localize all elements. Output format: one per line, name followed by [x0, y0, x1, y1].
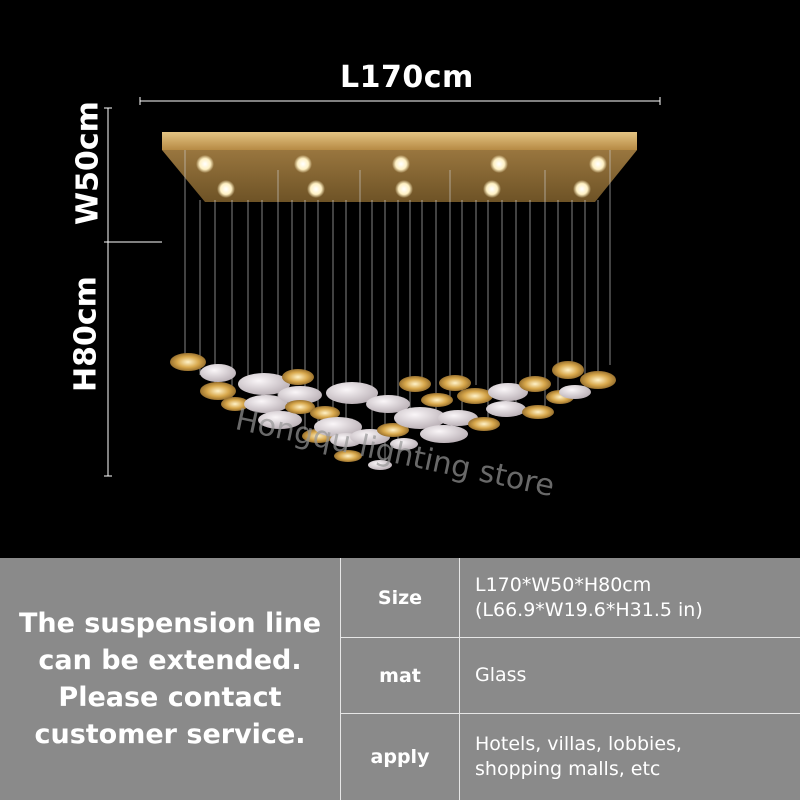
chandelier-illustration	[104, 97, 661, 477]
canopy-lights	[196, 155, 607, 198]
spec-value-line: shopping malls, etc	[475, 758, 661, 780]
glass-discs	[170, 353, 616, 470]
height-dimension-label: H80cm	[68, 276, 104, 392]
spec-label: apply	[341, 714, 460, 800]
spec-value-line: (L66.9*W19.6*H31.5 in)	[475, 598, 703, 621]
dimension-lines	[104, 97, 661, 477]
spec-row-apply: apply Hotels, villas, lobbies, shopping …	[341, 714, 800, 800]
suspension-note: The suspension line can be extended. Ple…	[18, 608, 322, 750]
spec-label: mat	[341, 638, 460, 713]
spec-value: L170*W50*H80cm (L66.9*W19.6*H31.5 in)	[475, 558, 795, 637]
product-photo: L170cm W50cm H80cm Hongqu lighting store	[68, 60, 661, 505]
spec-row-size: Size L170*W50*H80cm (L66.9*W19.6*H31.5 i…	[341, 558, 800, 638]
spec-value-line: Glass	[475, 664, 527, 686]
spec-value: Glass	[475, 638, 795, 713]
specs-table: Size L170*W50*H80cm (L66.9*W19.6*H31.5 i…	[340, 558, 800, 800]
width-dimension-label: W50cm	[70, 101, 106, 225]
spec-label: Size	[341, 558, 460, 637]
info-panel: The suspension line can be extended. Ple…	[0, 558, 800, 800]
spec-row-material: mat Glass	[341, 638, 800, 714]
note-block: The suspension line can be extended. Ple…	[0, 558, 340, 800]
spec-value: Hotels, villas, lobbies, shopping malls,…	[475, 714, 795, 800]
spec-value-line: Hotels, villas, lobbies,	[475, 733, 682, 755]
spec-value-line: L170*W50*H80cm	[475, 573, 652, 596]
length-dimension-label: L170cm	[340, 60, 474, 95]
suspension-wires	[184, 150, 611, 460]
